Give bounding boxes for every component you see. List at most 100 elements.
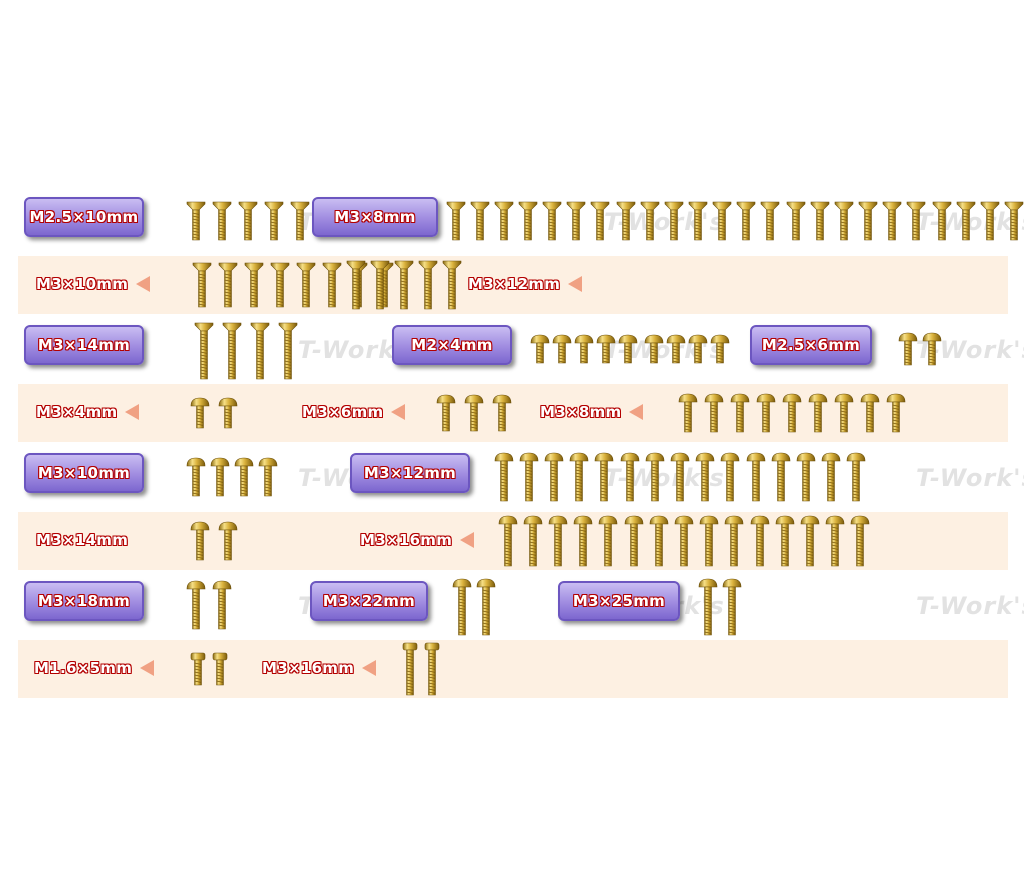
size-label: M2×4mm [392, 325, 512, 365]
size-label-text: M3×18mm [37, 592, 131, 610]
button-screw-icon [519, 452, 539, 506]
size-label: M3×10mm [24, 453, 144, 493]
flat-screw-icon [932, 201, 952, 245]
button-screw-icon [573, 515, 593, 571]
button-screw-icon [618, 334, 638, 368]
size-label-text: M3×8mm [334, 208, 416, 226]
size-label: M3×4mm [36, 403, 140, 421]
button-screw-icon [695, 452, 715, 506]
size-label: M3×12mm [468, 275, 583, 293]
flat-screw-icon [418, 260, 438, 314]
watermark-logo: T-Work's [916, 464, 1024, 492]
flat-screw-icon [442, 260, 462, 314]
button-screw-icon [186, 580, 206, 634]
flat-screw-icon [322, 262, 342, 312]
button-screw-icon [569, 452, 589, 506]
cheese-screw-icon [210, 652, 230, 690]
size-label: M3×8mm [540, 403, 644, 421]
button-screw-icon [688, 334, 708, 368]
flat-screw-icon [494, 201, 514, 245]
flat-screw-icon [858, 201, 878, 245]
flat-screw-icon [834, 201, 854, 245]
button-screw-icon [212, 580, 232, 634]
flat-screw-icon [980, 201, 1000, 245]
watermark-logo: T-Work's [916, 592, 1024, 620]
arrow-left-icon [136, 276, 151, 292]
button-screw-icon [598, 515, 618, 571]
button-screw-icon [190, 521, 210, 565]
button-screw-icon [186, 457, 206, 501]
cheese-screw-icon [188, 652, 208, 690]
size-label-text: M2.5×6mm [761, 336, 861, 354]
flat-screw-icon [590, 201, 610, 245]
button-screw-icon [645, 452, 665, 506]
button-screw-icon [746, 452, 766, 506]
flat-screw-icon [640, 201, 660, 245]
button-screw-icon [698, 578, 718, 640]
flat-screw-icon [212, 201, 232, 245]
button-screw-icon [258, 457, 278, 501]
size-label: M3×10mm [36, 275, 151, 293]
cheese-screw-icon [422, 642, 442, 700]
arrow-left-icon [391, 404, 406, 420]
button-screw-icon [796, 452, 816, 506]
button-screw-icon [218, 397, 238, 433]
button-screw-icon [922, 332, 942, 370]
flat-screw-icon [1004, 201, 1024, 245]
size-label-text: M3×14mm [37, 336, 131, 354]
button-screw-icon [530, 334, 550, 368]
flat-screw-icon [250, 322, 270, 384]
button-screw-icon [492, 394, 512, 436]
screw-row [18, 576, 1008, 634]
button-screw-icon [846, 452, 866, 506]
flat-screw-icon [518, 201, 538, 245]
button-screw-icon [699, 515, 719, 571]
flat-screw-icon [278, 322, 298, 384]
button-screw-icon [464, 394, 484, 436]
button-screw-icon [190, 397, 210, 433]
flat-screw-icon [542, 201, 562, 245]
flat-screw-icon [194, 322, 214, 384]
size-label: M3×8mm [312, 197, 438, 237]
button-screw-icon [452, 578, 472, 640]
button-screw-icon [704, 393, 724, 437]
size-label-text: M3×12mm [363, 464, 457, 482]
size-label-text: M3×16mm [360, 531, 453, 549]
button-screw-icon [750, 515, 770, 571]
button-screw-icon [498, 515, 518, 571]
flat-screw-icon [186, 201, 206, 245]
button-screw-icon [544, 452, 564, 506]
size-label: M3×25mm [558, 581, 680, 621]
button-screw-icon [574, 334, 594, 368]
button-screw-icon [834, 393, 854, 437]
flat-screw-icon [712, 201, 732, 245]
flat-screw-icon [218, 262, 238, 312]
button-screw-icon [670, 452, 690, 506]
size-label: M3×6mm [302, 403, 406, 421]
flat-screw-icon [192, 262, 212, 312]
flat-screw-icon [956, 201, 976, 245]
size-label: M3×18mm [24, 581, 144, 621]
flat-screw-icon [616, 201, 636, 245]
flat-screw-icon [688, 201, 708, 245]
size-label: M3×16mm [360, 531, 475, 549]
size-label-text: M1.6×5mm [34, 659, 133, 677]
flat-screw-icon [810, 201, 830, 245]
button-screw-icon [756, 393, 776, 437]
button-screw-icon [775, 515, 795, 571]
flat-screw-icon [238, 201, 258, 245]
flat-screw-icon [906, 201, 926, 245]
watermark-logo: T-Work's [916, 208, 1024, 236]
screw-row [18, 256, 1008, 314]
size-label-text: M3×25mm [572, 592, 666, 610]
button-screw-icon [886, 393, 906, 437]
flat-screw-icon [264, 201, 284, 245]
size-label-text: M3×4mm [36, 403, 118, 421]
button-screw-icon [678, 393, 698, 437]
button-screw-icon [596, 334, 616, 368]
button-screw-icon [476, 578, 496, 640]
button-screw-icon [825, 515, 845, 571]
button-screw-icon [722, 578, 742, 640]
size-label-text: M2×4mm [411, 336, 493, 354]
flat-screw-icon [446, 201, 466, 245]
